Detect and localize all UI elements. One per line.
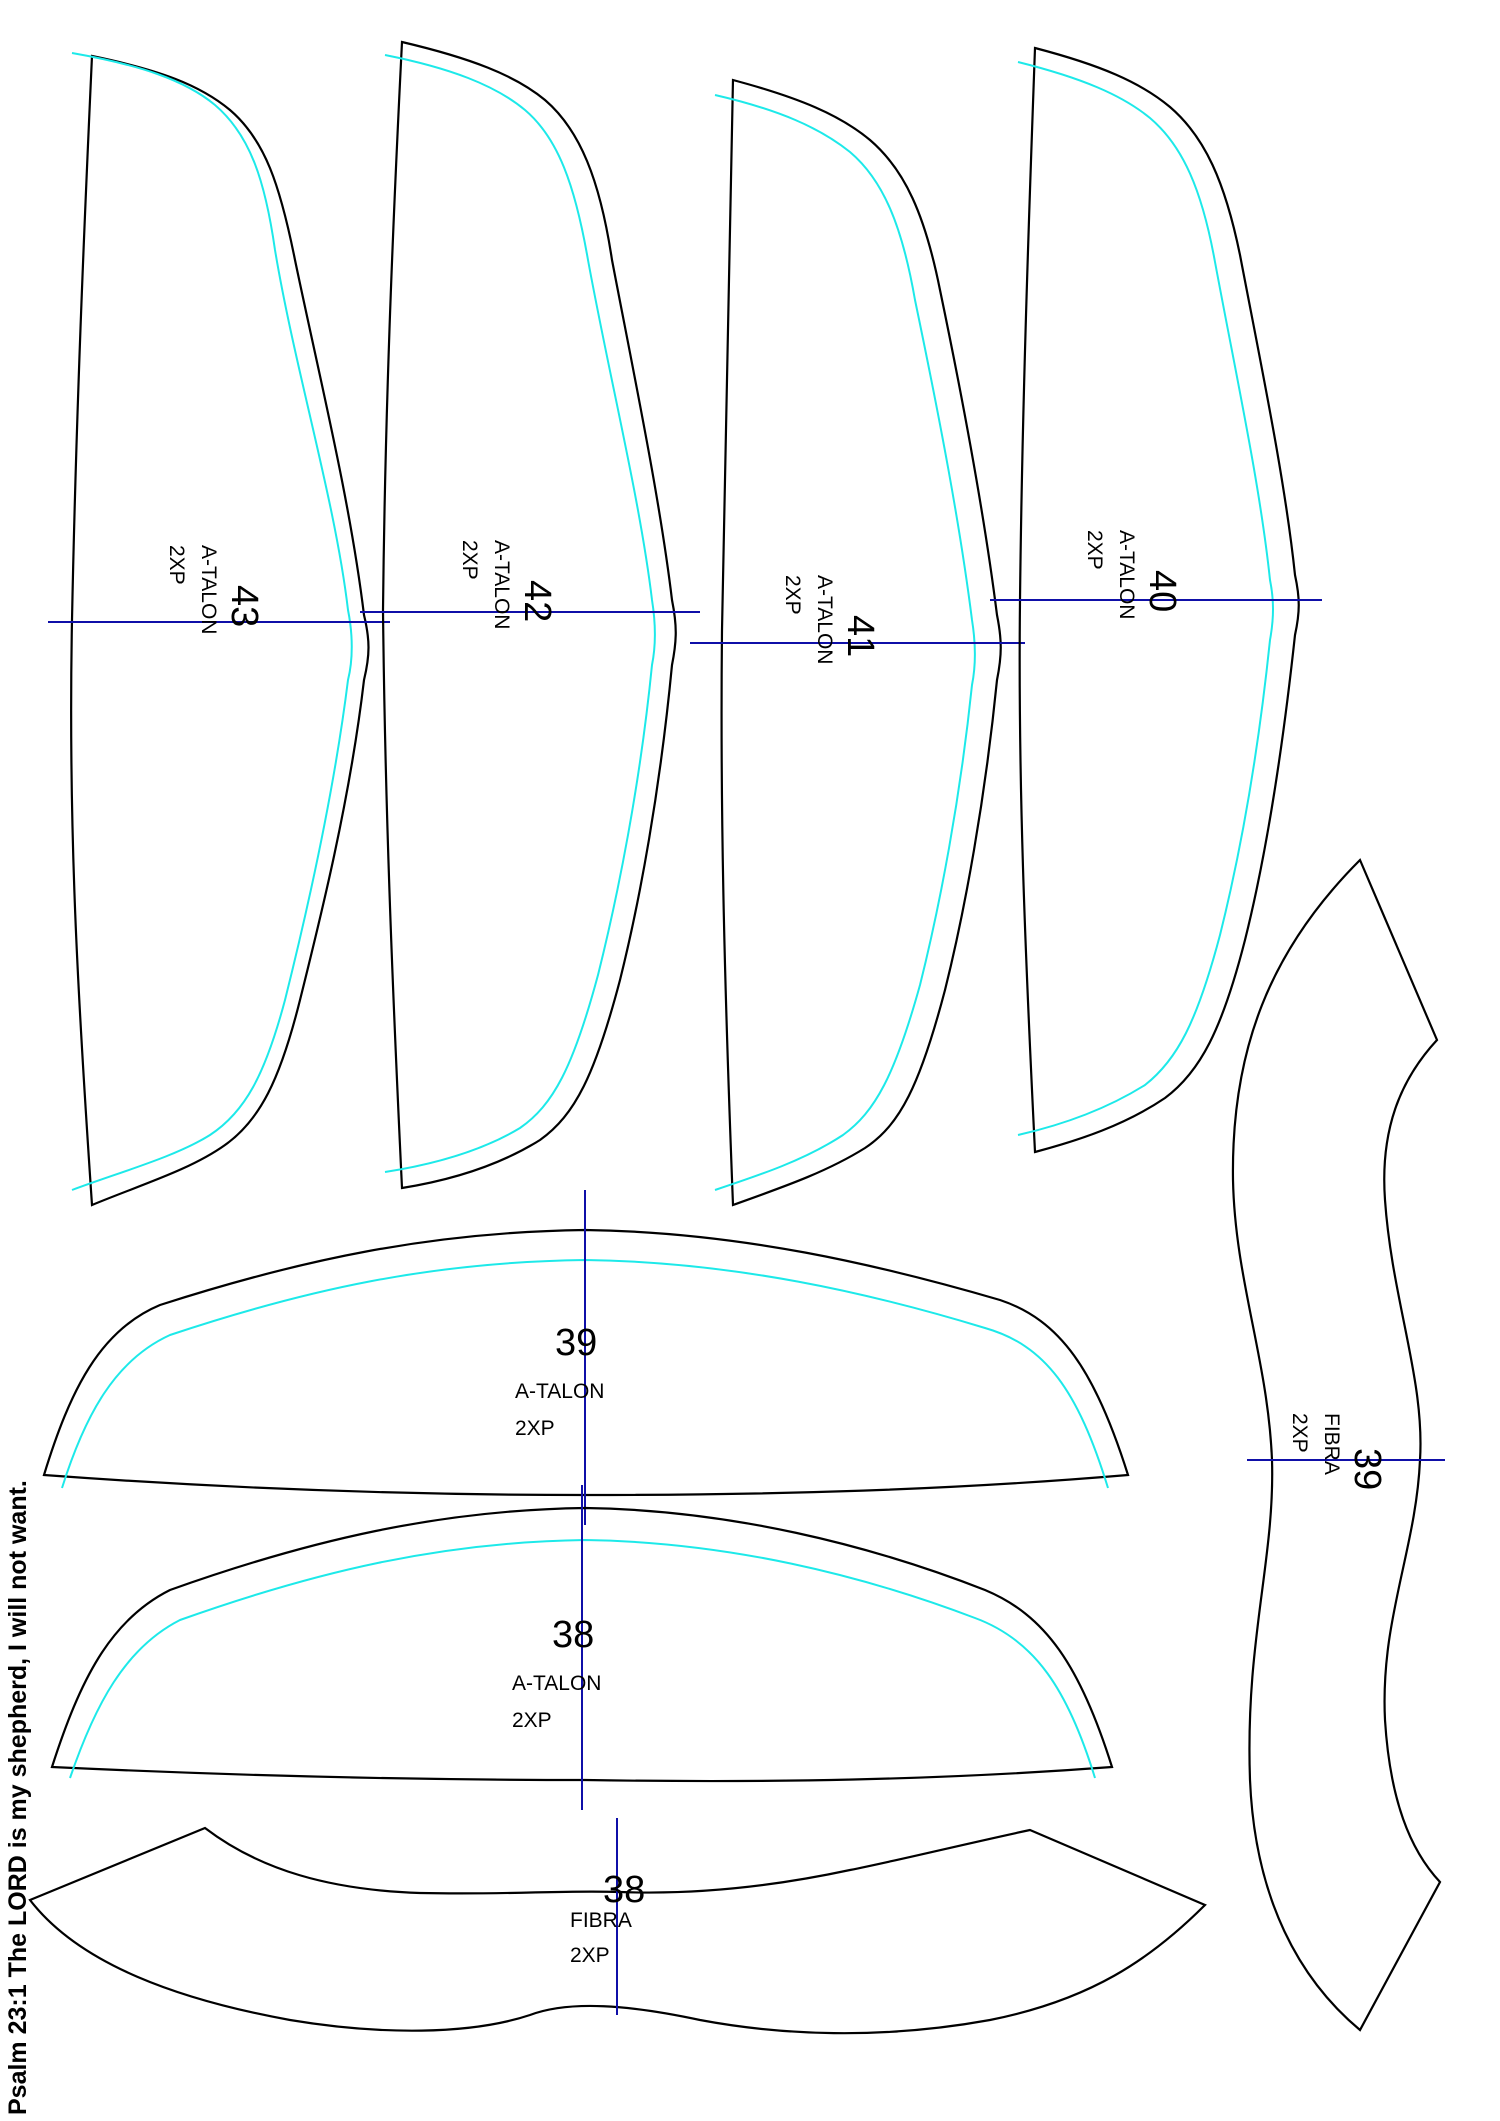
pattern-piece-41: 41 A-TALON 2XP	[690, 78, 1025, 1207]
piece-39-number: 39	[555, 1322, 597, 1364]
piece-42-material: A-TALON	[490, 540, 513, 629]
piece-39-fibra-material: FIBRA	[1320, 1413, 1343, 1475]
piece-39-qty: 2XP	[515, 1417, 555, 1440]
piece-42-outline	[381, 40, 677, 1190]
pattern-piece-38-fibra: 38 FIBRA 2XP	[28, 1818, 1207, 2035]
piece-40-outline	[1018, 46, 1300, 1154]
piece-43-material: A-TALON	[197, 545, 220, 634]
piece-40-number: 40	[1141, 570, 1183, 612]
pattern-piece-39-fibra: 39 FIBRA 2XP	[1231, 858, 1445, 2032]
piece-38-fibra-number: 38	[603, 1869, 645, 1911]
piece-38-fibra-outline	[28, 1826, 1207, 2035]
pattern-piece-43: 43 A-TALON 2XP	[48, 52, 390, 1207]
piece-42-seam	[384, 54, 656, 1173]
piece-43-seam	[71, 52, 353, 1191]
piece-39-fibra-qty: 2XP	[1288, 1413, 1311, 1453]
piece-41-qty: 2XP	[781, 575, 804, 615]
piece-42-qty: 2XP	[458, 540, 481, 580]
verse-text: Psalm 23:1 The LORD is my shepherd, I wi…	[4, 1480, 32, 2115]
piece-43-qty: 2XP	[165, 545, 188, 585]
pattern-piece-40: 40 A-TALON 2XP	[990, 46, 1322, 1154]
pattern-piece-42: 42 A-TALON 2XP	[360, 40, 700, 1190]
piece-39-fibra-number: 39	[1346, 1448, 1388, 1490]
piece-38-qty: 2XP	[512, 1709, 552, 1732]
pattern-piece-38: 38 A-TALON 2XP	[50, 1485, 1114, 1810]
piece-38-material: A-TALON	[512, 1672, 601, 1695]
piece-43-number: 43	[223, 585, 265, 627]
piece-41-outline	[720, 78, 1002, 1207]
piece-40-qty: 2XP	[1083, 530, 1106, 570]
piece-42-number: 42	[516, 580, 558, 622]
piece-38-fibra-material: FIBRA	[570, 1909, 632, 1932]
piece-41-material: A-TALON	[813, 575, 836, 664]
piece-40-material: A-TALON	[1115, 530, 1138, 619]
piece-39-fibra-outline	[1231, 858, 1442, 2032]
piece-43-outline	[70, 54, 370, 1207]
piece-38-seam	[69, 1538, 1096, 1779]
piece-41-seam	[714, 94, 976, 1191]
pattern-piece-39: 39 A-TALON 2XP	[42, 1190, 1130, 1525]
piece-39-outline	[42, 1228, 1130, 1497]
piece-38-fibra-qty: 2XP	[570, 1944, 610, 1967]
piece-38-outline	[50, 1506, 1114, 1783]
piece-41-number: 41	[839, 615, 881, 657]
piece-38-number: 38	[552, 1614, 594, 1656]
piece-40-seam	[1017, 61, 1274, 1136]
piece-39-material: A-TALON	[515, 1380, 604, 1403]
